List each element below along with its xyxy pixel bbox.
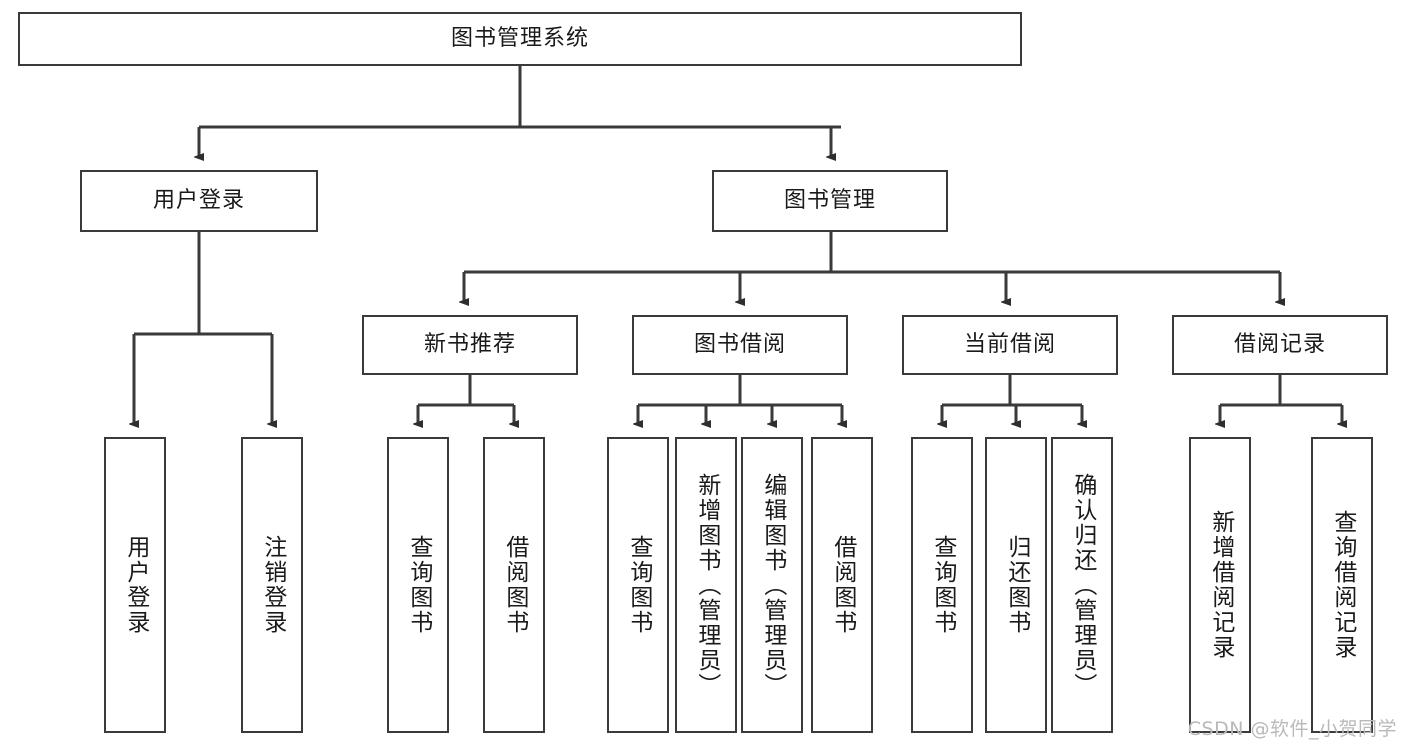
node-leaf-confirm-return-admin[interactable]: 确认归还（管理员）: [1051, 437, 1113, 733]
node-leaf-query-book-borrow[interactable]: 查询图书: [607, 437, 669, 733]
node-leaf-query-borrow-record-label: 查询借阅记录: [1329, 510, 1356, 660]
node-leaf-borrow-book-rec[interactable]: 借阅图书: [483, 437, 545, 733]
node-borrow-record-label: 借阅记录: [1233, 331, 1326, 357]
node-leaf-borrow-book-label: 借阅图书: [829, 535, 856, 635]
node-book-manage-label: 图书管理: [783, 187, 876, 213]
node-user-login-label: 用户登录: [152, 187, 245, 213]
node-leaf-user-login[interactable]: 用户登录: [104, 437, 166, 733]
node-book-borrow-label: 图书借阅: [693, 331, 786, 357]
node-leaf-edit-book-admin-label: 编辑图书（管理员）: [759, 472, 786, 698]
node-leaf-add-book-admin[interactable]: 新增图书（管理员）: [675, 437, 737, 733]
node-root-label: 图书管理系统: [450, 25, 589, 51]
node-leaf-add-borrow-record-label: 新增借阅记录: [1207, 510, 1234, 660]
node-leaf-query-borrow-record[interactable]: 查询借阅记录: [1311, 437, 1373, 733]
node-leaf-query-book-current-label: 查询图书: [929, 535, 956, 635]
watermark: CSDN @软件_小贺同学: [1187, 718, 1397, 740]
node-book-borrow[interactable]: 图书借阅: [632, 315, 848, 375]
node-current-borrow-label: 当前借阅: [963, 331, 1056, 357]
node-leaf-confirm-return-admin-label: 确认归还（管理员）: [1069, 472, 1096, 698]
node-leaf-borrow-book[interactable]: 借阅图书: [811, 437, 873, 733]
node-leaf-query-book-rec-label: 查询图书: [405, 535, 432, 635]
node-leaf-return-book-label: 归还图书: [1003, 535, 1030, 635]
node-root[interactable]: 图书管理系统: [18, 12, 1022, 66]
node-leaf-edit-book-admin[interactable]: 编辑图书（管理员）: [741, 437, 803, 733]
node-new-book-rec-label: 新书推荐: [423, 331, 516, 357]
node-leaf-query-book-current[interactable]: 查询图书: [911, 437, 973, 733]
node-leaf-return-book[interactable]: 归还图书: [985, 437, 1047, 733]
node-leaf-user-logout[interactable]: 注销登录: [241, 437, 303, 733]
node-user-login[interactable]: 用户登录: [80, 170, 318, 232]
node-leaf-user-logout-label: 注销登录: [259, 535, 286, 635]
node-leaf-query-book-borrow-label: 查询图书: [625, 535, 652, 635]
node-leaf-add-borrow-record[interactable]: 新增借阅记录: [1189, 437, 1251, 733]
node-leaf-add-book-admin-label: 新增图书（管理员）: [693, 472, 720, 698]
node-leaf-user-login-label: 用户登录: [122, 535, 149, 635]
node-borrow-record[interactable]: 借阅记录: [1172, 315, 1388, 375]
node-leaf-borrow-book-rec-label: 借阅图书: [501, 535, 528, 635]
node-book-manage[interactable]: 图书管理: [712, 170, 948, 232]
node-current-borrow[interactable]: 当前借阅: [902, 315, 1118, 375]
node-leaf-query-book-rec[interactable]: 查询图书: [387, 437, 449, 733]
node-new-book-rec[interactable]: 新书推荐: [362, 315, 578, 375]
